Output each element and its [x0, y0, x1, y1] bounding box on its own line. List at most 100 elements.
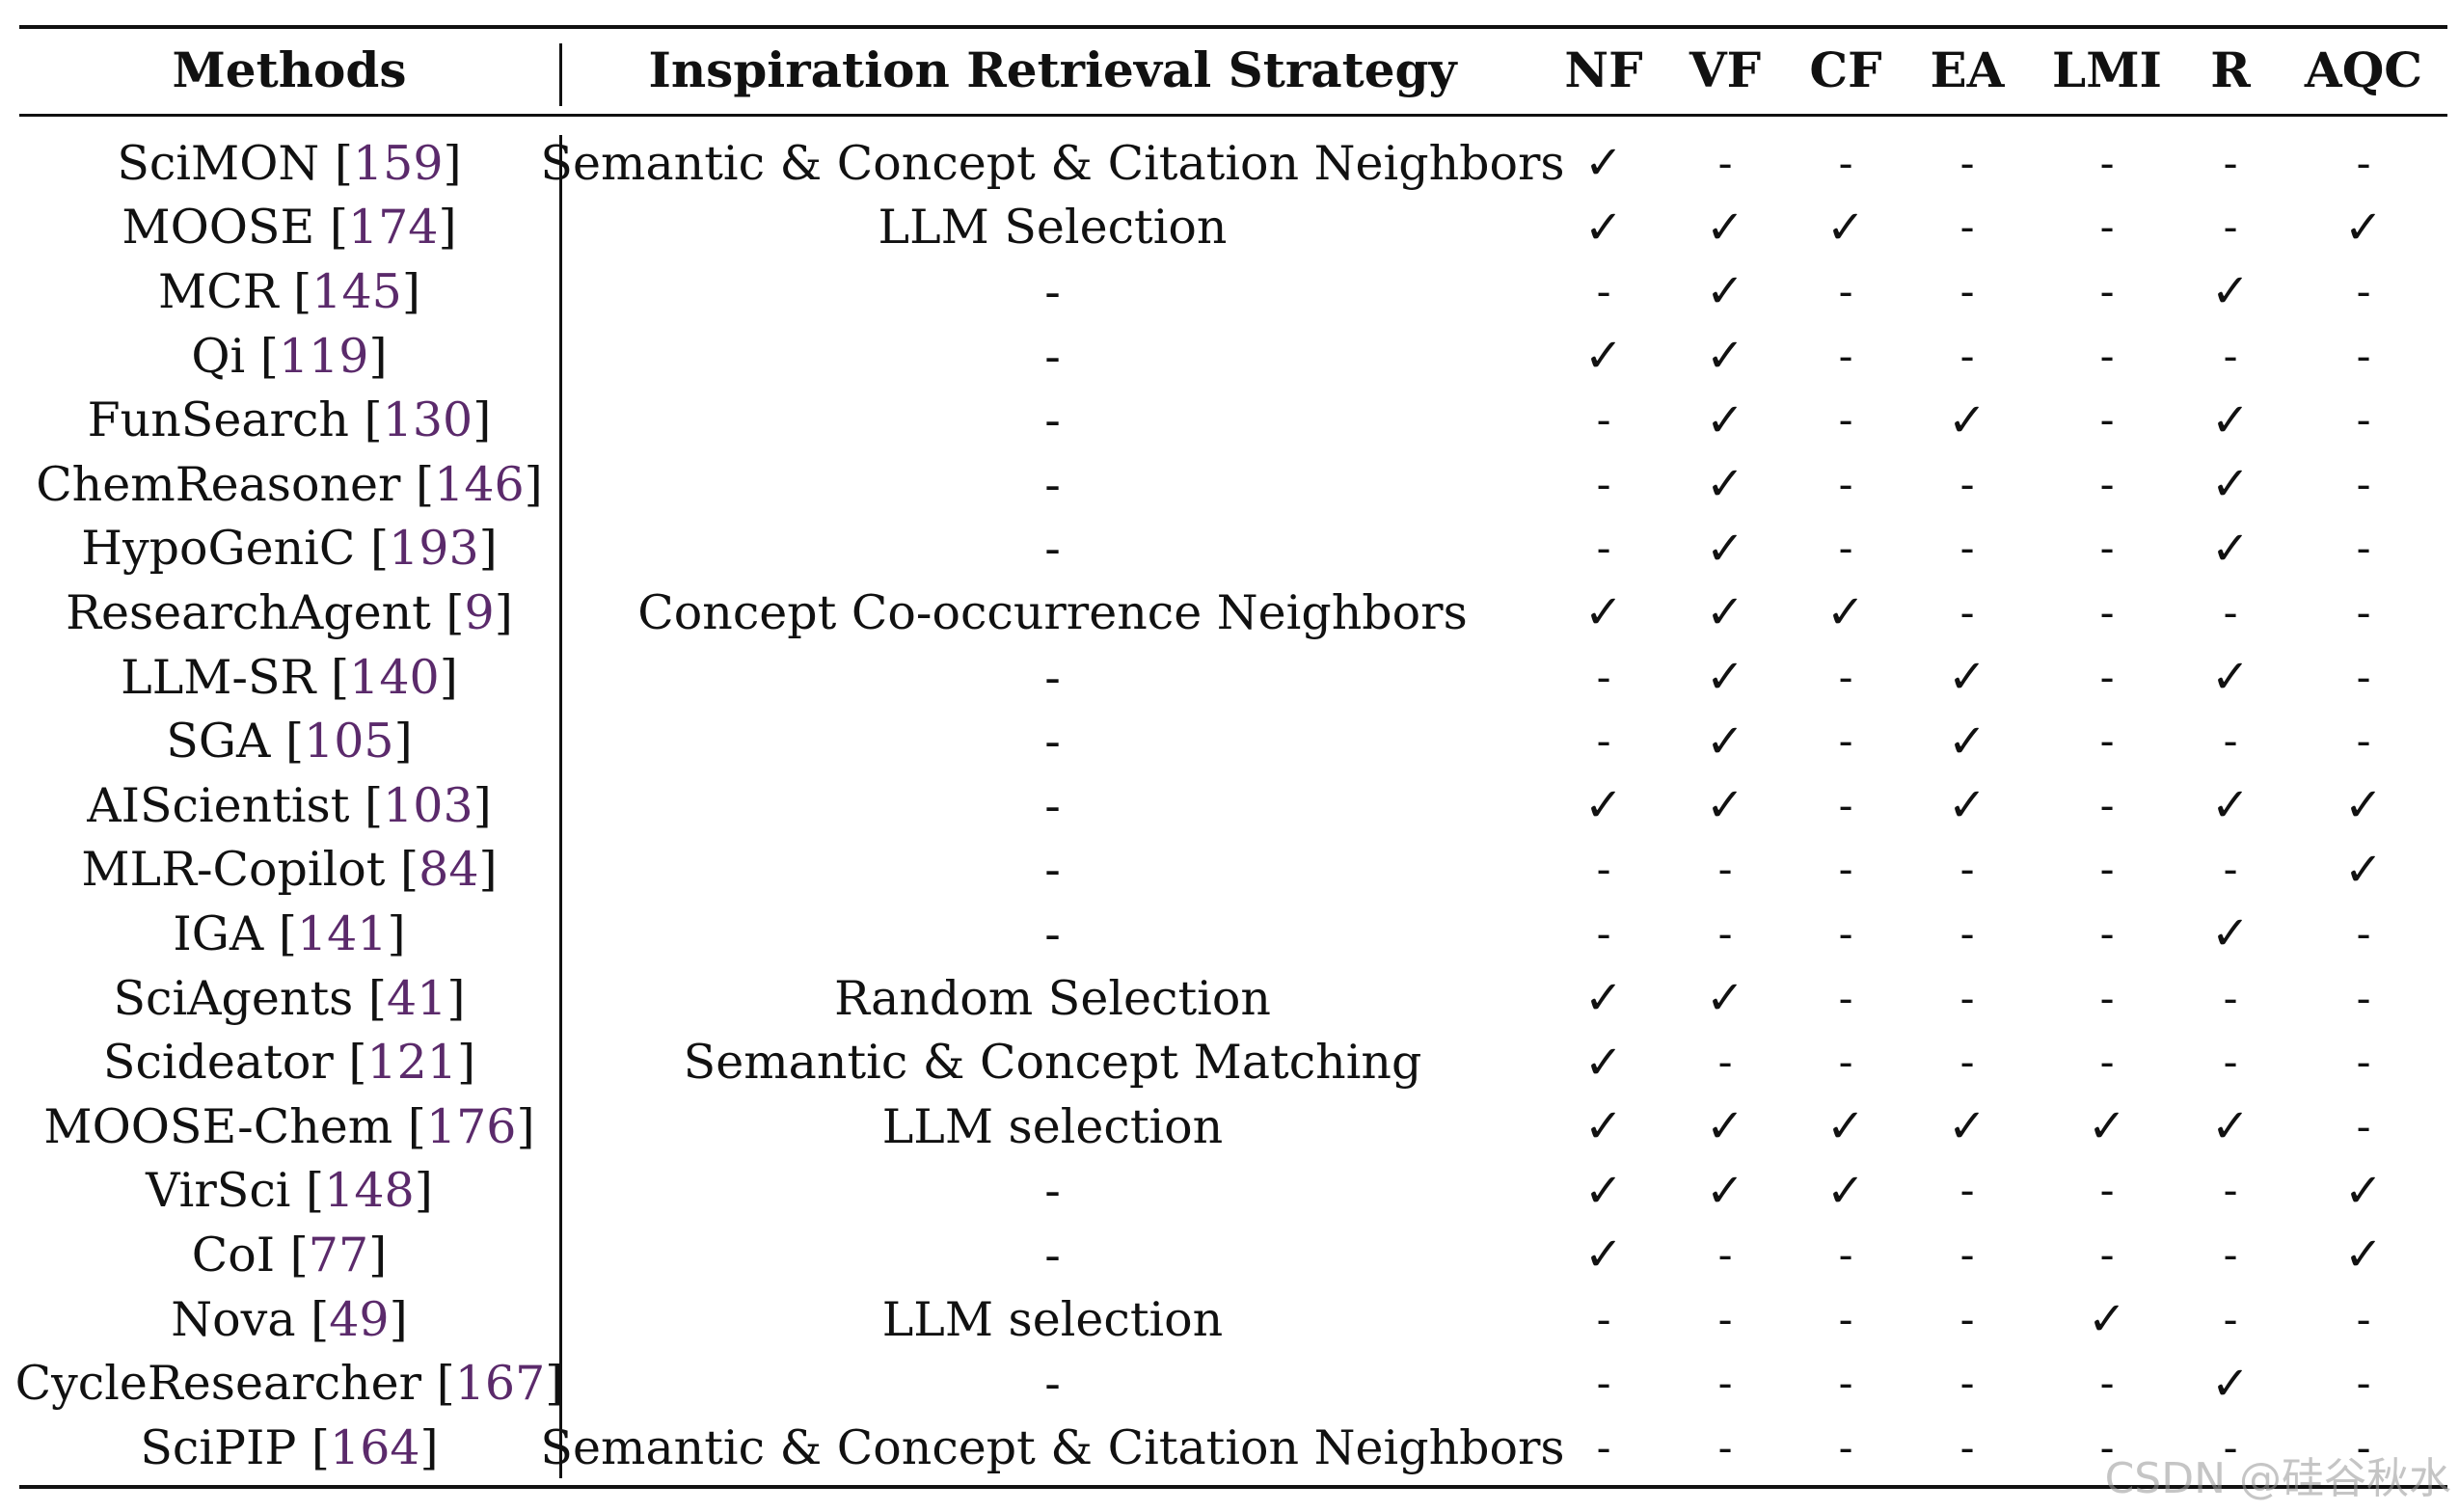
header-divider	[559, 43, 562, 106]
check-mark-icon-r: ✓	[2210, 457, 2251, 512]
table-row: SciMON [159]Semantic & Concept & Citatio…	[0, 131, 2459, 196]
dash-mark-aqc: -	[2356, 266, 2371, 316]
check-mark-icon-vf: ✓	[1705, 200, 1745, 255]
method-cell: AIScientist [103]	[87, 777, 492, 833]
dash-mark-ea: -	[1959, 845, 1975, 895]
check-mark-icon-vf: ✓	[1705, 264, 1745, 319]
dash-mark-nf: -	[1596, 524, 1611, 574]
check-mark-icon-nf: ✓	[1583, 1228, 1624, 1282]
dash-mark-r: -	[2223, 1229, 2238, 1280]
dash-mark-lmi: -	[2099, 1038, 2115, 1088]
check-mark-icon-vf: ✓	[1705, 585, 1745, 640]
dash-mark-vf: -	[1717, 845, 1733, 895]
citation-link[interactable]: 130	[382, 392, 473, 448]
header-col-ea: EA	[1930, 40, 2005, 98]
citation-link[interactable]: 145	[311, 263, 402, 319]
check-mark-icon-cf: ✓	[1825, 585, 1866, 640]
method-name: ChemReasoner	[36, 456, 401, 512]
method-name: AIScientist	[87, 777, 350, 833]
check-mark-icon-aqc: ✓	[2343, 778, 2384, 833]
citation-link[interactable]: 164	[330, 1419, 420, 1475]
check-mark-icon-aqc: ✓	[2343, 1163, 2384, 1218]
citation-link[interactable]: 121	[366, 1035, 457, 1091]
method-cell: HypoGeniC [193]	[81, 521, 498, 577]
dash-mark-lmi: -	[2099, 780, 2115, 830]
dash-mark-nf: -	[1596, 908, 1611, 958]
citation-link[interactable]: 105	[304, 714, 394, 770]
citation-link[interactable]: 193	[389, 521, 479, 577]
dash-mark-lmi: -	[2099, 908, 2115, 958]
dash-mark-r: -	[2223, 138, 2238, 188]
dash-mark-lmi: -	[2099, 973, 2115, 1023]
dash-mark-cf: -	[1838, 845, 1853, 895]
method-cell: Scideator [121]	[102, 1035, 476, 1091]
citation-link[interactable]: 41	[387, 970, 447, 1026]
dash-mark-nf: -	[1596, 459, 1611, 509]
dash-mark-ea: -	[1959, 1294, 1975, 1344]
dash-mark-vf: -	[1717, 1294, 1733, 1344]
citation-link[interactable]: 159	[352, 135, 444, 191]
dash-mark-aqc: -	[2356, 395, 2371, 446]
citation-link[interactable]: 148	[324, 1163, 415, 1219]
method-name: MOOSE	[122, 200, 315, 256]
strategy-cell: -	[1044, 456, 1061, 512]
citation-link[interactable]: 49	[329, 1291, 390, 1347]
check-mark-icon-vf: ✓	[1705, 650, 1745, 705]
dash-mark-ea: -	[1959, 138, 1975, 188]
citation-link[interactable]: 84	[419, 842, 479, 898]
citation-link[interactable]: 9	[464, 584, 495, 640]
citation-link[interactable]: 141	[296, 905, 388, 961]
strategy-cell: LLM selection	[881, 1291, 1224, 1347]
method-name: CycleResearcher	[14, 1356, 422, 1412]
strategy-cell: -	[1044, 263, 1061, 319]
dash-mark-cf: -	[1838, 973, 1853, 1023]
dash-mark-r: -	[2223, 1422, 2238, 1472]
check-mark-icon-r: ✓	[2210, 650, 2251, 705]
dash-mark-aqc: -	[2356, 1294, 2371, 1344]
table-row: MLR-Copilot [84]-------✓	[0, 838, 2459, 903]
check-mark-icon-cf: ✓	[1825, 1099, 1866, 1154]
header-col-cf: CF	[1809, 40, 1882, 98]
check-mark-icon-nf: ✓	[1583, 1035, 1624, 1090]
dash-mark-aqc: -	[2356, 908, 2371, 958]
check-mark-icon-r: ✓	[2210, 264, 2251, 319]
dash-mark-aqc: -	[2356, 716, 2371, 767]
citation-link[interactable]: 103	[383, 777, 473, 833]
dash-mark-aqc: -	[2356, 652, 2371, 702]
dash-mark-ea: -	[1959, 1422, 1975, 1472]
method-name: SGA	[166, 714, 271, 770]
check-mark-icon-nf: ✓	[1583, 200, 1624, 255]
citation-link[interactable]: 146	[434, 456, 525, 512]
dash-mark-aqc: -	[2356, 587, 2371, 637]
citation-link[interactable]: 167	[454, 1356, 546, 1412]
dash-mark-aqc: -	[2356, 524, 2371, 574]
dash-mark-cf: -	[1838, 652, 1853, 702]
dash-mark-cf: -	[1838, 1229, 1853, 1280]
watermark: CSDN @硅谷秋水	[2104, 1454, 2451, 1503]
dash-mark-lmi: -	[2099, 459, 2115, 509]
check-mark-icon-r: ✓	[2210, 778, 2251, 833]
dash-mark-r: -	[2223, 1294, 2238, 1344]
dash-mark-r: -	[2223, 587, 2238, 637]
citation-link[interactable]: 77	[308, 1227, 369, 1282]
check-mark-icon-nf: ✓	[1583, 778, 1624, 833]
citation-link[interactable]: 176	[425, 1098, 517, 1154]
method-name: Nova	[171, 1291, 296, 1347]
citation-link[interactable]: 119	[278, 328, 369, 384]
strategy-cell: -	[1044, 1356, 1061, 1412]
header-col-vf: VF	[1689, 40, 1762, 98]
citation-link[interactable]: 140	[349, 649, 440, 705]
strategy-cell: Semantic & Concept Matching	[683, 1035, 1422, 1091]
dash-mark-aqc: -	[2356, 1359, 2371, 1409]
method-name: LLM-SR	[121, 649, 316, 705]
dash-mark-ea: -	[1959, 973, 1975, 1023]
dash-mark-lmi: -	[2099, 652, 2115, 702]
check-mark-icon-vf: ✓	[1705, 457, 1745, 512]
citation-link[interactable]: 174	[347, 200, 439, 256]
dash-mark-ea: -	[1959, 1038, 1975, 1088]
dash-mark-vf: -	[1717, 1359, 1733, 1409]
check-mark-icon-lmi: ✓	[2087, 1292, 2127, 1347]
dash-mark-vf: -	[1717, 1229, 1733, 1280]
check-mark-icon-aqc: ✓	[2343, 1228, 2384, 1282]
strategy-cell: -	[1044, 649, 1061, 705]
